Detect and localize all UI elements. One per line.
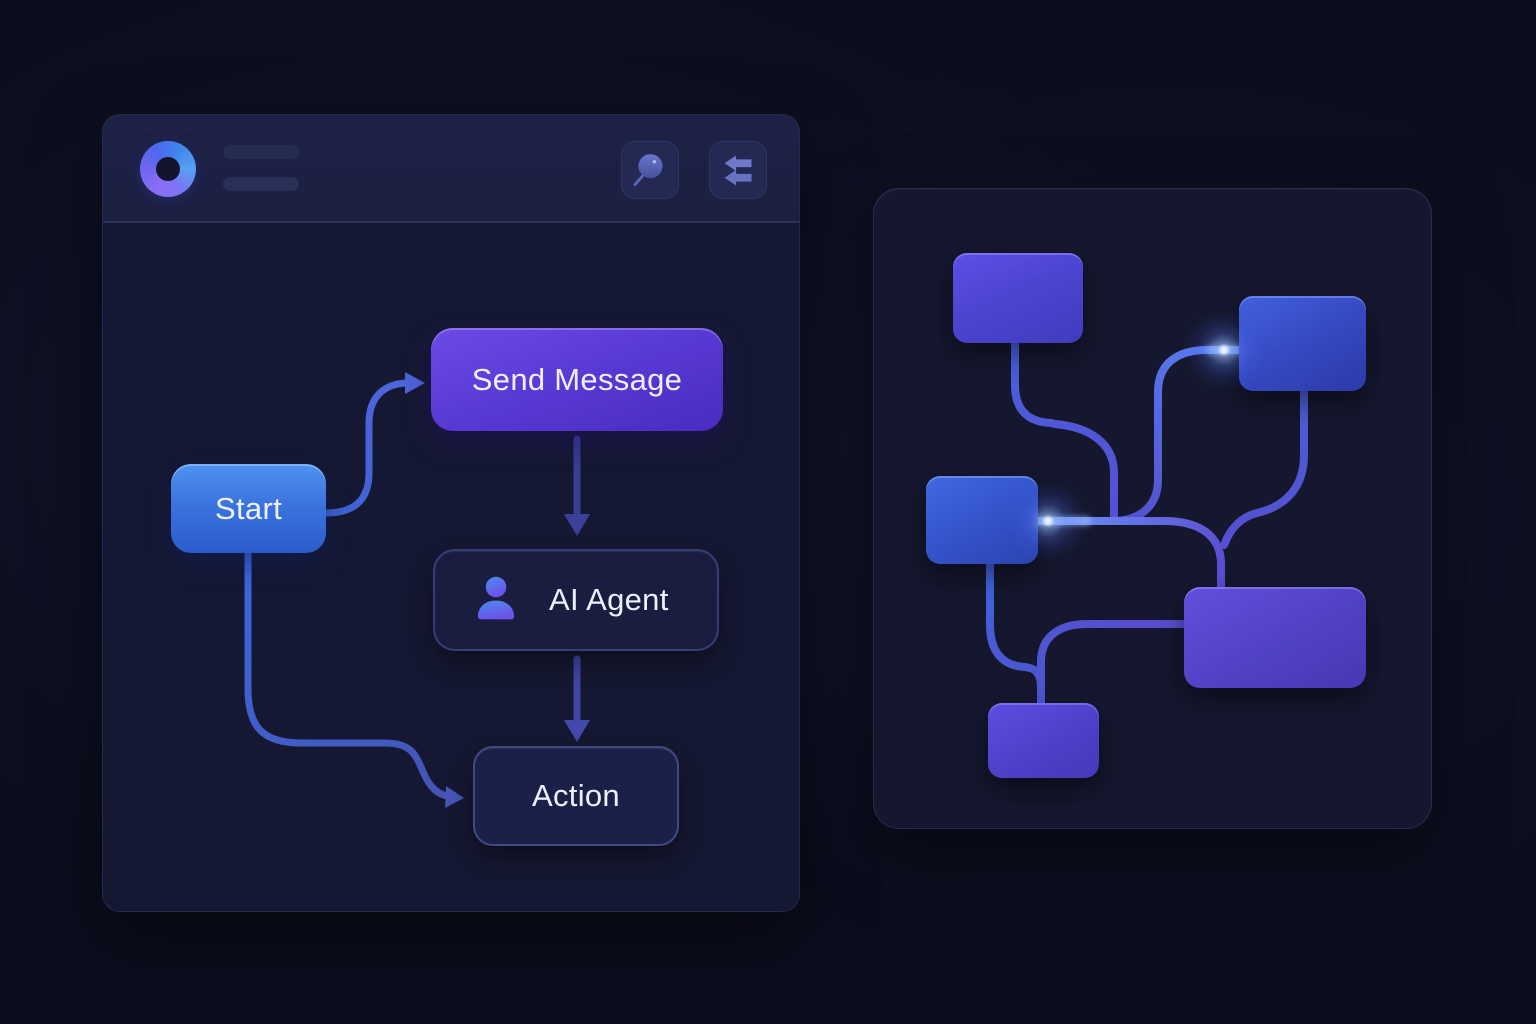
app-logo-icon	[140, 141, 196, 197]
swap-arrows-icon	[724, 155, 752, 186]
node-label: Action	[532, 778, 620, 813]
node-label: AI Agent	[549, 582, 669, 617]
menu-bar-line	[223, 177, 299, 191]
graph-node-a[interactable]	[953, 253, 1083, 343]
flowchart-edges	[244, 372, 590, 808]
search-icon	[633, 154, 663, 186]
graph-edge-b-bottom-junction	[1220, 387, 1308, 549]
node-label: Start	[215, 490, 282, 526]
graph-edge-a-junction	[1011, 339, 1118, 525]
flow-node-start[interactable]: Start	[171, 464, 326, 553]
graph-edge-d-to-e	[1037, 620, 1188, 708]
edge-send-message-to-ai-agent	[564, 435, 590, 536]
transfer-button[interactable]	[709, 141, 767, 199]
graph-window	[873, 188, 1432, 829]
edge-ai-agent-to-action	[564, 655, 590, 742]
graph-edge-c-to-d	[1034, 517, 1225, 592]
flow-node-ai-agent[interactable]: AI Agent	[433, 549, 719, 651]
graph-node-c[interactable]	[926, 476, 1038, 564]
menu-bar-line	[223, 145, 299, 159]
graph-node-e[interactable]	[988, 703, 1099, 778]
edge-start-to-send-message	[322, 372, 425, 517]
workflow-window: Start Send Message AI Agent Action	[102, 114, 800, 912]
node-label: Send Message	[471, 361, 683, 397]
graph-edge-b-left-junction	[1111, 346, 1243, 525]
edge-start-to-action	[244, 549, 464, 808]
window-header	[103, 115, 799, 223]
graph-node-b[interactable]	[1239, 296, 1366, 391]
flow-node-action[interactable]: Action	[473, 746, 679, 846]
menu-placeholder	[223, 145, 299, 191]
search-button[interactable]	[621, 141, 679, 199]
graph-edge-c-to-e	[986, 560, 1045, 708]
flow-node-send-message[interactable]: Send Message	[431, 328, 723, 431]
user-icon	[477, 576, 515, 620]
graph-node-d[interactable]	[1184, 587, 1366, 688]
